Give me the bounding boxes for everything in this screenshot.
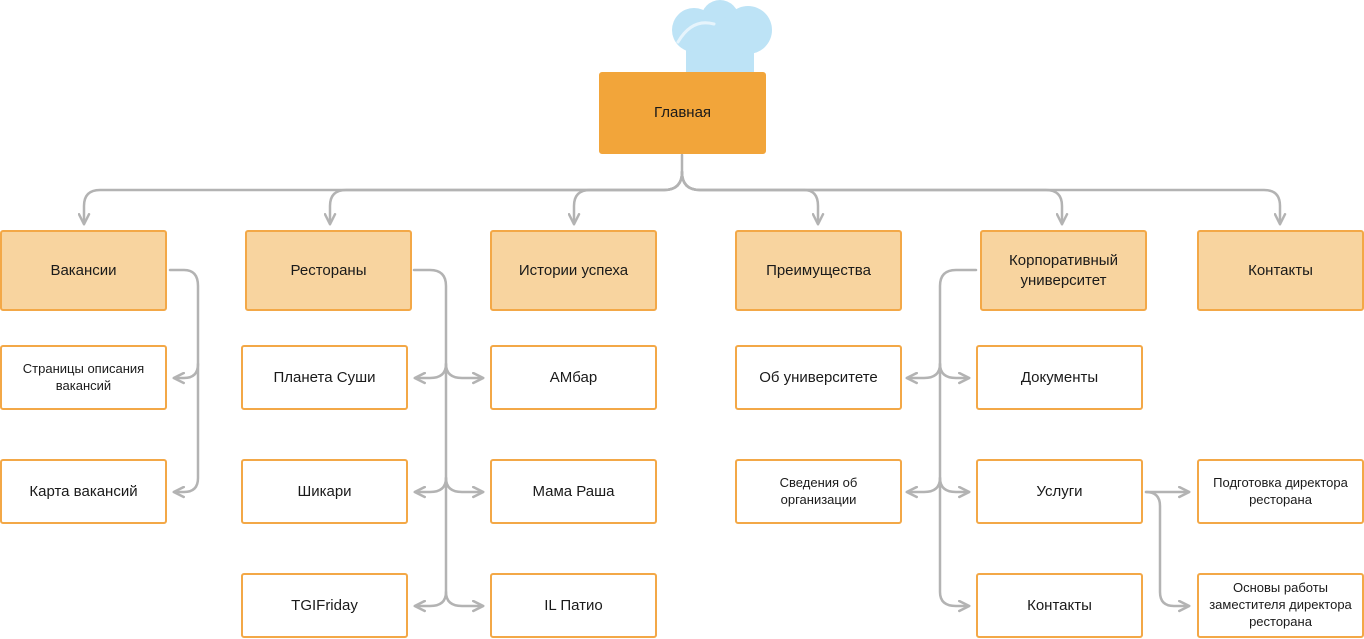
page-label: Сведения об организации <box>779 474 858 507</box>
section-advantages[interactable]: Преимущества <box>735 230 902 311</box>
page-label: Мама Раша <box>532 482 615 500</box>
page-director-training[interactable]: Подготовка директора ресторана <box>1197 459 1364 524</box>
section-vacancies[interactable]: Вакансии <box>0 230 167 311</box>
page-tgifriday[interactable]: TGIFriday <box>241 573 408 638</box>
page-shikari[interactable]: Шикари <box>241 459 408 524</box>
page-label: Основы работы заместителя директора рест… <box>1209 580 1352 629</box>
root-node-label: Главная <box>653 104 712 122</box>
page-label: Страницы описания вакансий <box>22 360 145 393</box>
page-services[interactable]: Услуги <box>976 459 1143 524</box>
page-deputy-director-basics[interactable]: Основы работы заместителя директора рест… <box>1197 573 1364 638</box>
section-label: Контакты <box>1248 261 1313 279</box>
section-label: Корпоративный университет <box>1009 252 1118 289</box>
section-success-stories[interactable]: Истории успеха <box>490 230 657 311</box>
page-label: Об университете <box>759 368 878 386</box>
page-university-contacts[interactable]: Контакты <box>976 573 1143 638</box>
page-vacancy-map[interactable]: Карта вакансий <box>0 459 167 524</box>
page-label: АМбар <box>549 368 598 386</box>
section-label: Вакансии <box>50 261 117 279</box>
page-organization-info[interactable]: Сведения об организации <box>735 459 902 524</box>
section-contacts[interactable]: Контакты <box>1197 230 1364 311</box>
page-ambar[interactable]: АМбар <box>490 345 657 410</box>
page-label: Документы <box>1020 368 1099 386</box>
root-node-home[interactable]: Главная <box>599 72 766 154</box>
page-label: Подготовка директора ресторана <box>1213 474 1348 507</box>
section-restaurants[interactable]: Рестораны <box>245 230 412 311</box>
chef-hat-icon <box>672 0 772 74</box>
page-label: TGIFriday <box>291 596 358 614</box>
section-label: Истории успеха <box>518 261 629 279</box>
page-vacancy-descriptions[interactable]: Страницы описания вакансий <box>0 345 167 410</box>
page-label: Карта вакансий <box>29 482 138 500</box>
page-label: IL Патио <box>544 596 603 614</box>
section-label: Преимущества <box>766 261 871 279</box>
section-corporate-university[interactable]: Корпоративный университет <box>980 230 1147 311</box>
section-label: Рестораны <box>290 261 367 279</box>
page-planeta-sushi[interactable]: Планета Суши <box>241 345 408 410</box>
page-il-patio[interactable]: IL Патио <box>490 573 657 638</box>
page-label: Услуги <box>1036 482 1083 500</box>
page-about-university[interactable]: Об университете <box>735 345 902 410</box>
page-mama-rasha[interactable]: Мама Раша <box>490 459 657 524</box>
page-label: Контакты <box>1027 596 1092 614</box>
page-label: Шикари <box>297 482 352 500</box>
page-documents[interactable]: Документы <box>976 345 1143 410</box>
page-label: Планета Суши <box>273 368 376 386</box>
